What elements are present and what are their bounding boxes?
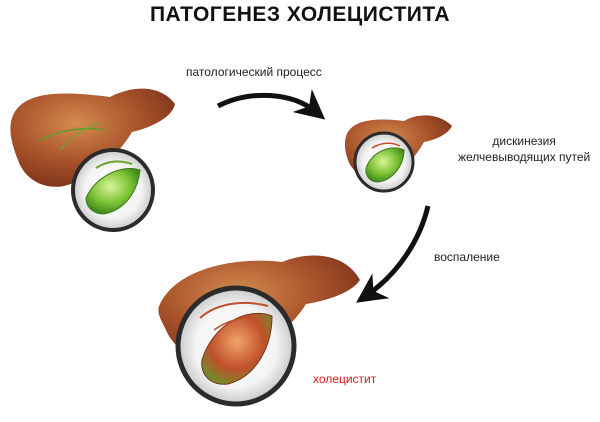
curved-arrow-right-icon — [216, 88, 326, 120]
label-dyskinesia-line2: желчевыводящих путей — [458, 150, 591, 164]
label-dyskinesia: дискинезия желчевыводящих путей — [458, 133, 590, 165]
liver-healthy-gallbladder-icon — [10, 88, 175, 232]
label-pathological-process: патологический процесс — [186, 65, 322, 79]
curved-arrow-down-icon — [356, 205, 431, 303]
liver-inflamed-gallbladder-icon — [158, 255, 360, 407]
label-inflammation: воспаление — [434, 250, 500, 264]
liver-dyskinesia-gallbladder-icon — [344, 115, 452, 193]
label-dyskinesia-line1: дискинезия — [492, 134, 556, 148]
page-title: ПАТОГЕНЕЗ ХОЛЕЦИСТИТА — [149, 3, 451, 26]
label-cholecystitis: холецистит — [313, 372, 377, 386]
